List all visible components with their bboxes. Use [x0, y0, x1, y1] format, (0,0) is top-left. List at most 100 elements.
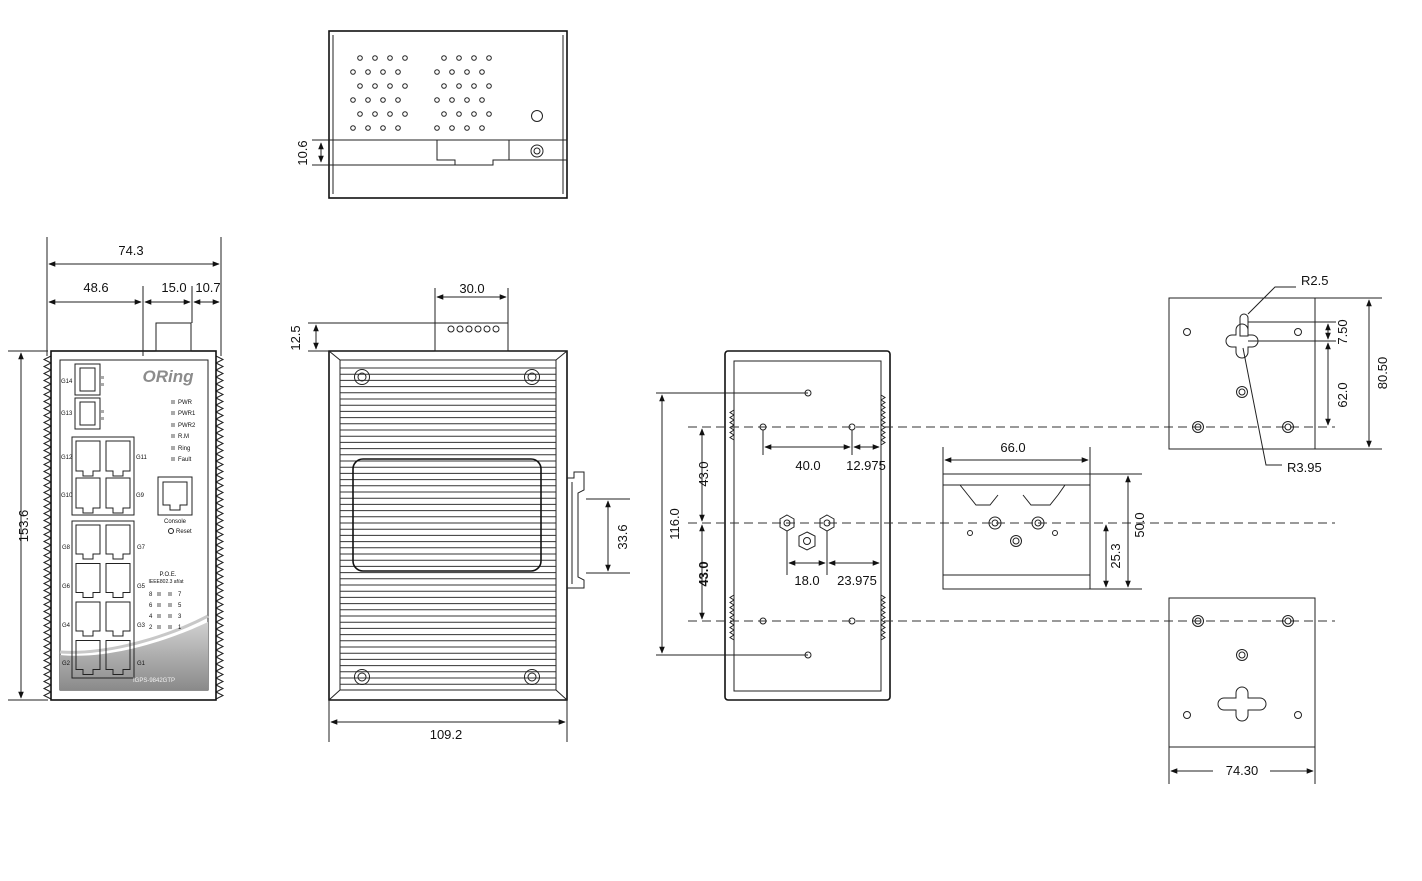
fin-tooth: [42, 579, 52, 588]
dim-side-din-clip: 33.6: [615, 524, 630, 549]
din-rail-bracket-view: 66.0 50.0 25.3: [942, 440, 1147, 590]
dim-wall-width: 74.30: [1226, 763, 1259, 778]
dim-panel-edge-offset: 12.975: [846, 458, 886, 473]
dim-side-width: 109.2: [430, 727, 463, 742]
port-label-g10: G10: [61, 493, 73, 499]
vent-hole: [434, 125, 440, 131]
side-view-outline: [328, 350, 568, 701]
vent-hole: [441, 83, 447, 89]
fin-tooth: [42, 439, 52, 448]
rj45-port: [75, 524, 101, 560]
fin-tooth: [215, 649, 225, 658]
vent-hole: [402, 111, 408, 117]
dim-front-height: 153.6: [16, 510, 31, 543]
fin-tooth: [215, 544, 225, 553]
fin-tooth: [215, 432, 225, 441]
fin-tooth: [215, 418, 225, 427]
side-din-clip: [567, 471, 585, 589]
fin-tooth: [215, 467, 225, 476]
vent-hole: [372, 55, 378, 61]
fin-tooth: [42, 607, 52, 616]
console-label: Console: [164, 519, 187, 525]
top-din-clip: [436, 139, 568, 166]
poe-led-block: P.O.E. IEEE802.3 af/at 8 6 4 2 7 5 3 1: [148, 572, 184, 631]
fin-tooth: [880, 624, 886, 631]
fin-tooth: [215, 369, 225, 378]
fin-tooth: [880, 604, 886, 611]
fin-tooth: [42, 565, 52, 574]
rj45-port-group-lower: [71, 520, 135, 679]
led-label-fault: Fault: [178, 457, 192, 463]
fin-tooth: [42, 649, 52, 658]
vent-hole: [486, 83, 492, 89]
fin-tooth: [42, 383, 52, 392]
front-view-outline: [50, 350, 217, 701]
fin-tooth: [880, 434, 886, 441]
vent-hole: [479, 69, 485, 75]
fin-tooth: [215, 565, 225, 574]
vent-hole: [456, 83, 462, 89]
side-terminal-block: [434, 322, 509, 352]
fin-tooth: [880, 609, 886, 616]
fin-tooth: [215, 551, 225, 560]
fin-tooth: [42, 628, 52, 637]
dim-panel-screw-spacing: 18.0: [794, 573, 819, 588]
dim-wall-total: 80.50: [1375, 357, 1390, 390]
fin-tooth: [215, 488, 225, 497]
fin-tooth: [215, 677, 225, 686]
vent-hole: [350, 69, 356, 75]
panel-holes: [759, 389, 856, 659]
wall-mount-plate-upper: R2.5 R3.95 7.50 62.0 80.50: [1168, 273, 1390, 475]
fin-tooth: [215, 621, 225, 630]
fin-tooth: [880, 629, 886, 636]
terminal-screws: [447, 325, 500, 333]
fin-tooth: [215, 635, 225, 644]
fin-tooth: [42, 432, 52, 441]
fin-tooth: [880, 414, 886, 421]
port-label-g9: G9: [136, 493, 145, 499]
poe-label-1: 1: [178, 625, 182, 631]
fin-tooth: [42, 397, 52, 406]
poe-label-6: 6: [149, 603, 153, 609]
fin-tooth: [215, 362, 225, 371]
poe-standard: IEEE802.3 af/at: [148, 579, 184, 585]
fin-tooth: [42, 495, 52, 504]
fin-tooth: [215, 516, 225, 525]
fin-tooth: [215, 579, 225, 588]
fin-tooth: [42, 677, 52, 686]
dim-top-view-height: 10.6: [295, 140, 310, 165]
fin-tooth: [215, 614, 225, 623]
sfp-ports: G14 G13: [61, 363, 104, 430]
fin-tooth: [42, 684, 52, 693]
fin-tooth: [880, 619, 886, 626]
din-bracket-screws: [967, 516, 1058, 547]
vent-hole: [357, 83, 363, 89]
fin-tooth: [42, 467, 52, 476]
rj45-port: [75, 563, 101, 598]
front-view: ORing G14 G13 PWR PWR1 PWR2 R.M Rin: [8, 237, 225, 701]
vent-hole: [395, 97, 401, 103]
fin-tooth: [215, 439, 225, 448]
fin-tooth: [42, 418, 52, 427]
fin-tooth: [729, 629, 735, 636]
fin-tooth: [215, 376, 225, 385]
vent-hole: [441, 55, 447, 61]
fin-tooth: [42, 474, 52, 483]
fin-tooth: [215, 523, 225, 532]
fin-tooth: [215, 530, 225, 539]
vent-hole: [380, 69, 386, 75]
vent-hole: [479, 125, 485, 131]
vent-hole: [449, 125, 455, 131]
led-label-pwr2: PWR2: [178, 423, 196, 429]
vent-hole: [387, 111, 393, 117]
top-view: 10.6: [295, 30, 568, 199]
fin-tooth: [42, 362, 52, 371]
vent-hole: [380, 125, 386, 131]
vent-holes: [350, 55, 492, 131]
fin-tooth: [42, 453, 52, 462]
fin-tooth: [42, 446, 52, 455]
fin-tooth: [215, 495, 225, 504]
dim-panel-screw-offset: 23.975: [837, 573, 877, 588]
fin-tooth: [42, 572, 52, 581]
